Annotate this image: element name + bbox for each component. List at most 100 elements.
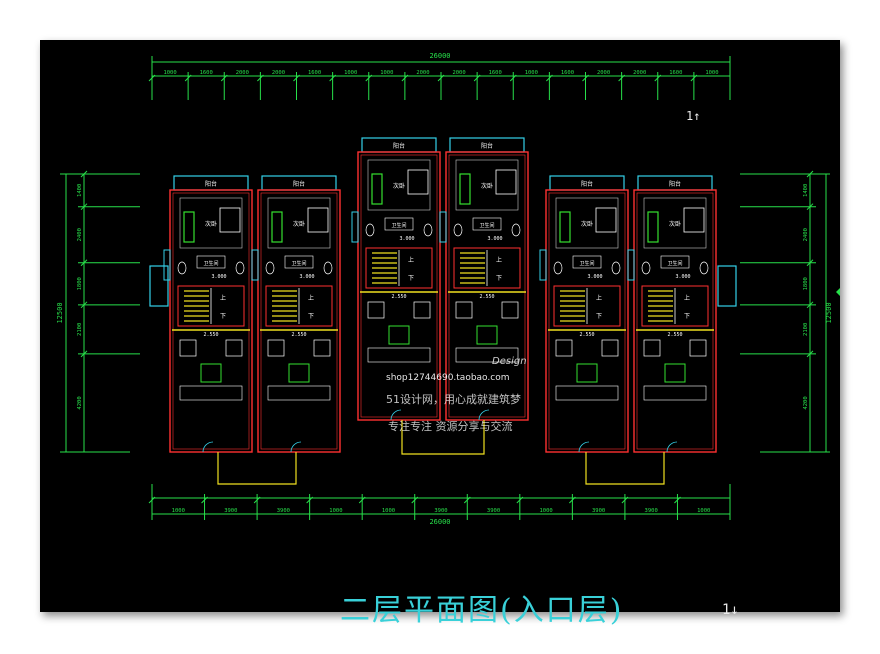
dimension-label: 3900: [592, 508, 605, 514]
top-overall-dimension: 26000: [429, 52, 450, 60]
sofa: [267, 385, 331, 401]
door-swing: [202, 441, 214, 453]
page-mark: 1↓: [722, 602, 739, 618]
dimension-label: 1000: [329, 508, 342, 514]
dimension-slash: [329, 74, 336, 82]
unit-inner-wall: [260, 192, 338, 450]
dimension-label: 2100: [77, 323, 83, 336]
dimension-slash: [569, 496, 576, 504]
toilet: [365, 223, 375, 237]
bedroom-label: 次卧: [393, 182, 405, 190]
door-swing: [578, 441, 590, 453]
toilet: [699, 261, 709, 275]
dimension-label: 1000: [705, 70, 718, 76]
dimension-label: 4200: [77, 396, 83, 409]
table: [576, 363, 598, 383]
dimension-slash: [220, 74, 228, 82]
dimension-label: 1800: [77, 277, 83, 290]
toilet: [265, 261, 275, 275]
bed: [683, 207, 705, 233]
stair-down-label: 下: [496, 275, 502, 282]
unit-wall: [545, 189, 629, 453]
dimension-label: 1400: [77, 184, 83, 197]
bed: [307, 207, 329, 233]
bedroom-label: 次卧: [205, 220, 217, 228]
sofa: [367, 347, 431, 363]
armchair: [601, 339, 619, 357]
dimension-slash: [806, 301, 814, 309]
bedroom-label: 次卧: [293, 220, 305, 228]
stairwell-wall: [641, 285, 709, 327]
unit-inner-wall: [448, 154, 526, 418]
dimension-label: 1000: [697, 508, 710, 514]
dimension-slash: [437, 74, 445, 82]
stair-block: 上下: [365, 247, 433, 289]
door-swing: [290, 441, 302, 453]
armchair: [367, 301, 385, 319]
level-mark-upper: 3.000: [299, 274, 314, 280]
dimension-slash: [654, 74, 662, 82]
north-mark: 1↑: [686, 109, 700, 123]
watermark-brand: Design: [492, 356, 527, 367]
stair-up-label: 上: [496, 256, 502, 264]
unit-inner-wall: [636, 192, 714, 450]
toilet: [453, 223, 463, 237]
stairwell-wall: [453, 247, 521, 289]
dimension-label: 3900: [645, 508, 658, 514]
armchair: [643, 339, 661, 357]
bathroom-outline: [572, 255, 602, 269]
bathroom-outline: [284, 255, 314, 269]
wardrobe: [271, 211, 283, 243]
dimension-slash: [509, 74, 517, 82]
bathroom-label: 卫生间: [291, 260, 306, 267]
side-window: [163, 249, 171, 281]
armchair: [555, 339, 573, 357]
side-window: [439, 211, 447, 243]
toilet: [423, 223, 433, 237]
bathroom-outline: [472, 217, 502, 231]
level-mark-upper: 3.000: [487, 236, 502, 242]
dimension-slash: [253, 496, 261, 504]
stair-block: 上下: [453, 247, 521, 289]
left-overall-dimension: 12500: [56, 302, 64, 323]
stair-up-label: 上: [408, 256, 414, 264]
dimension-slash: [582, 74, 589, 82]
wardrobe: [459, 173, 471, 205]
bathroom-label: 卫生间: [391, 222, 406, 229]
bedroom-outline: [555, 197, 619, 249]
bottom-dimension-chain: [151, 484, 731, 520]
watermark-line-1: 51设计网，用心成就建筑梦: [386, 393, 521, 406]
entry-porch: [401, 420, 485, 455]
bedroom-label: 次卧: [481, 182, 493, 190]
door-swing: [390, 409, 402, 421]
balcony-label: 阳台: [205, 180, 217, 188]
stair-down-label: 下: [684, 313, 690, 320]
level-mark-lower: 2.550: [579, 332, 594, 338]
dimension-slash: [621, 496, 629, 504]
level-mark-lower: 2.550: [391, 294, 406, 300]
dimension-label: 1400: [803, 184, 809, 197]
unit-wall: [445, 151, 529, 421]
sofa: [455, 347, 519, 363]
wardrobe: [183, 211, 195, 243]
dimension-slash: [257, 74, 264, 82]
dimension-slash: [806, 350, 814, 358]
door-swing: [478, 409, 490, 421]
bathroom-label: 卫生间: [667, 260, 682, 267]
level-mark-upper: 3.000: [587, 274, 602, 280]
side-window: [251, 249, 259, 281]
unit-inner-wall: [548, 192, 626, 450]
bed: [495, 169, 517, 195]
dimension-label: 3900: [277, 508, 290, 514]
dimension-slash: [674, 496, 681, 504]
dimension-slash: [806, 170, 814, 178]
dimension-slash: [80, 301, 88, 309]
